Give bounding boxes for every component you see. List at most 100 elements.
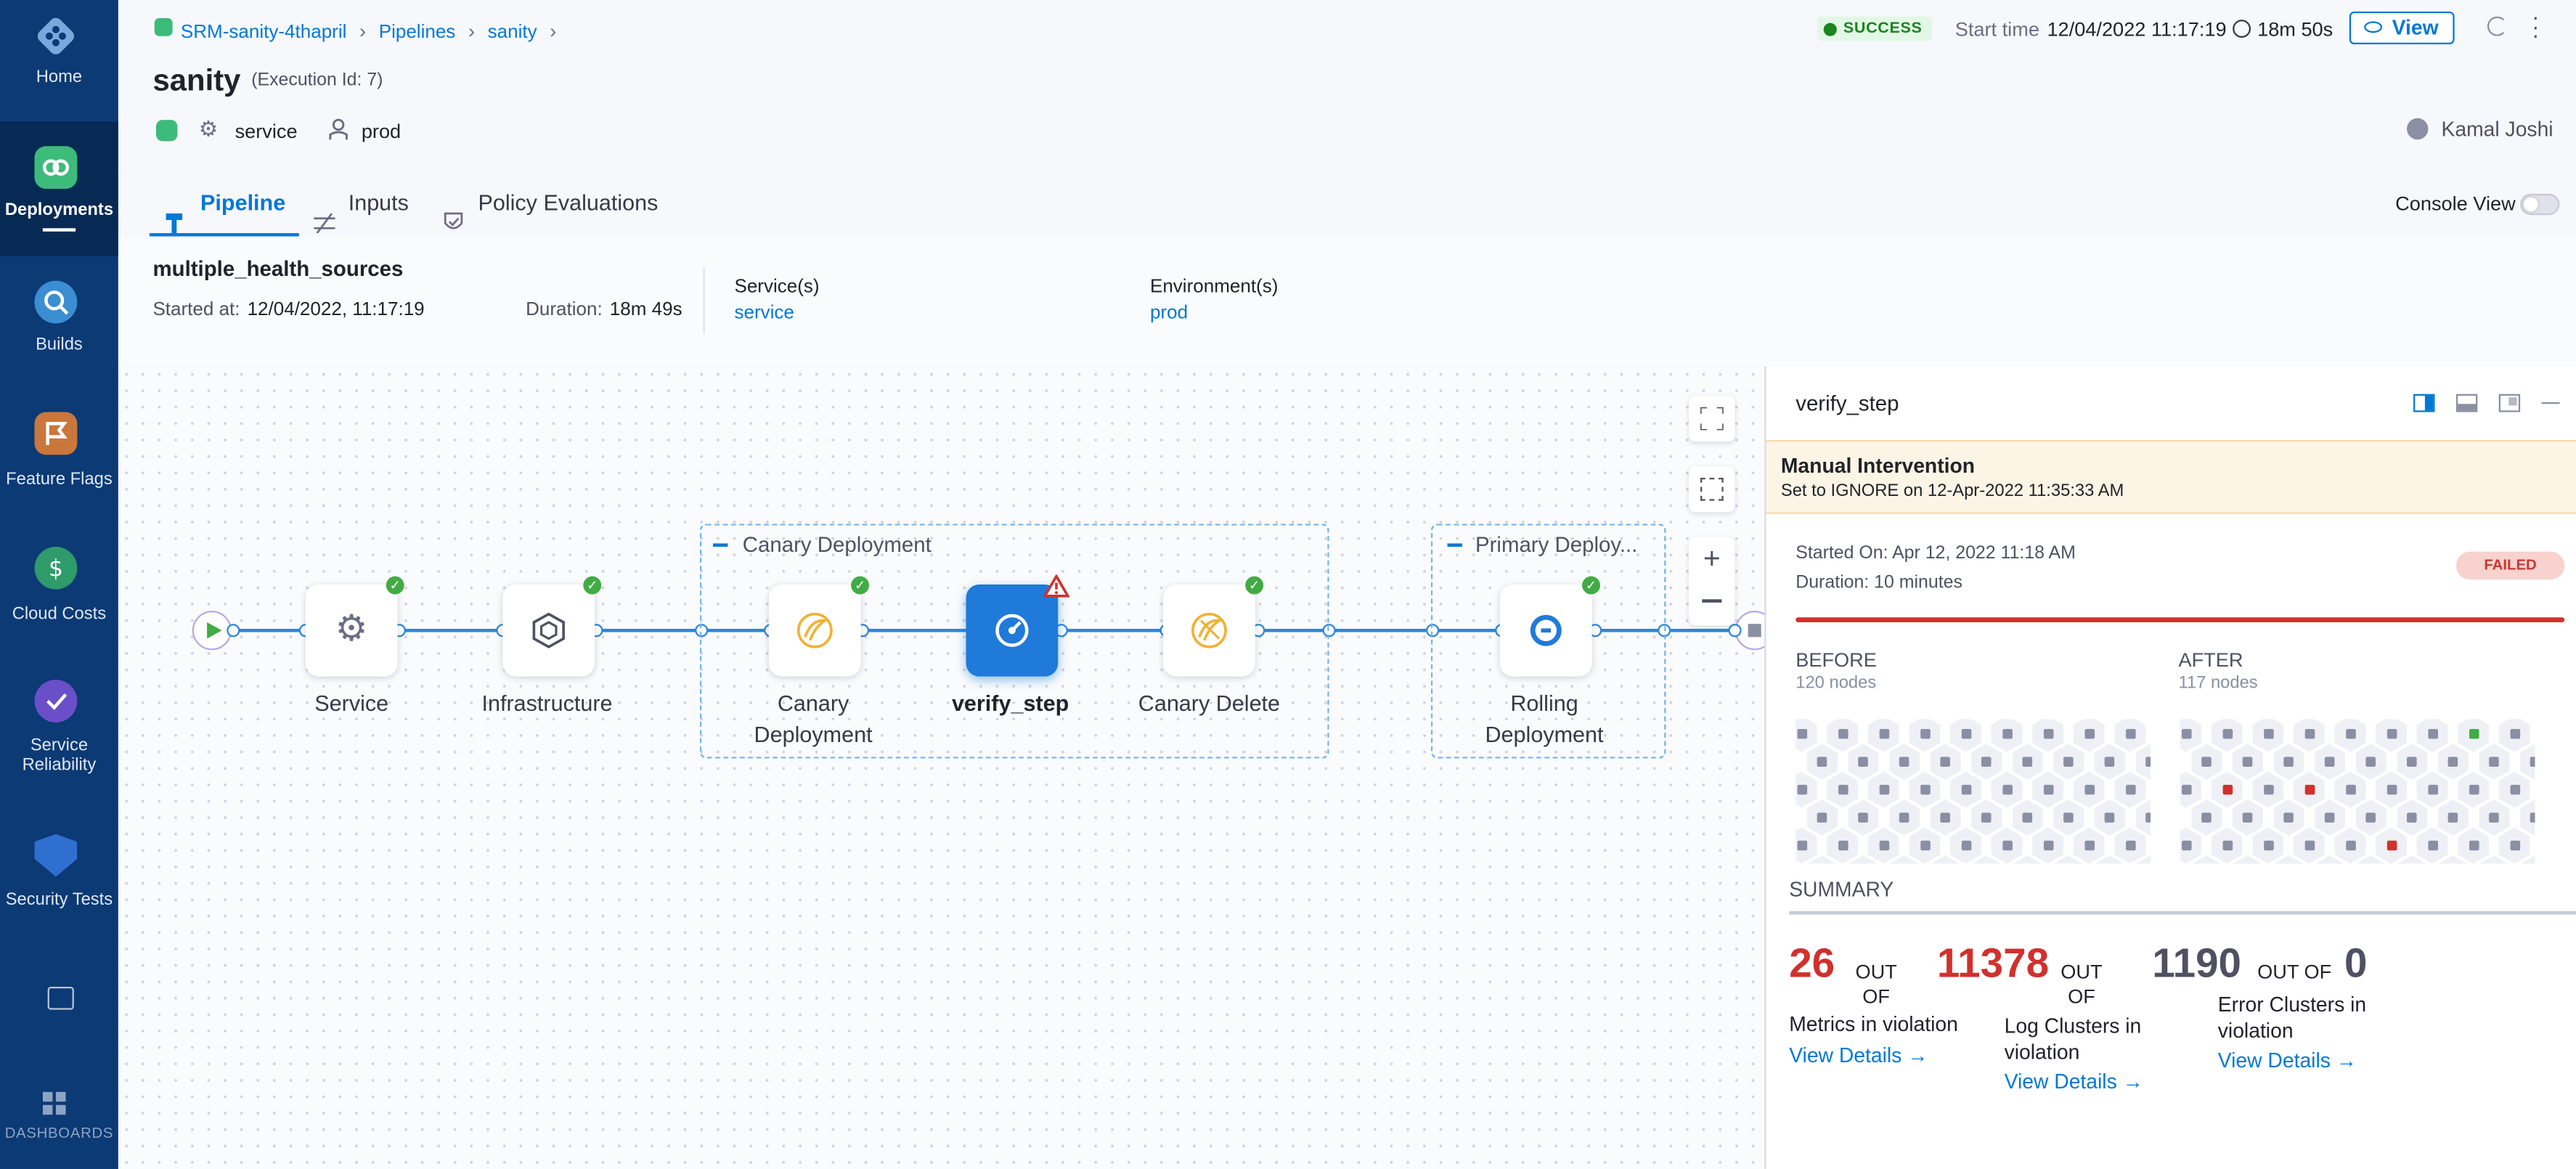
node-hex[interactable] — [2519, 799, 2535, 836]
canary-deployment-group[interactable] — [699, 524, 1329, 759]
nav-feature-flags[interactable]: Feature Flags — [0, 391, 118, 522]
nav-cloud-costs[interactable]: $ Cloud Costs — [0, 526, 118, 657]
node-hex[interactable] — [2376, 771, 2408, 808]
node-hex[interactable] — [2396, 855, 2428, 864]
node-hex[interactable] — [2232, 855, 2264, 864]
breadcrumb-pipeline[interactable]: sanity — [487, 23, 537, 43]
node-hex[interactable] — [2232, 799, 2264, 836]
node-hex[interactable] — [1888, 799, 1920, 836]
services-value[interactable]: service — [734, 304, 794, 324]
node-hex[interactable] — [1867, 827, 1899, 864]
node-hex[interactable] — [1949, 771, 1981, 808]
node-hex[interactable] — [2498, 719, 2530, 752]
node-hex[interactable] — [2273, 855, 2304, 864]
node-hex[interactable] — [1796, 719, 1817, 752]
node-hex[interactable] — [1888, 855, 1920, 864]
node-hex[interactable] — [2011, 744, 2043, 781]
nav-home[interactable]: Home — [0, 0, 118, 131]
console-view-toggle[interactable] — [2520, 193, 2560, 216]
node-hex[interactable] — [1796, 771, 1817, 808]
node-hex[interactable] — [1806, 744, 1838, 781]
nav-deployments[interactable]: Deployments — [0, 121, 118, 256]
node-hex[interactable] — [1949, 719, 1981, 752]
service-node[interactable]: ⚙ — [305, 584, 398, 677]
node-hex[interactable] — [2032, 771, 2064, 808]
node-hex[interactable] — [2355, 744, 2387, 781]
node-hex[interactable] — [2314, 744, 2346, 781]
node-hex[interactable] — [2093, 744, 2125, 781]
node-hex[interactable] — [2032, 827, 2064, 864]
node-hex[interactable] — [2073, 827, 2105, 864]
node-hex[interactable] — [2293, 719, 2325, 752]
layout-bottom-icon[interactable] — [2455, 394, 2478, 412]
node-hex[interactable] — [1827, 719, 1859, 752]
node-hex[interactable] — [2073, 771, 2105, 808]
node-hex[interactable] — [2334, 771, 2366, 808]
node-hex[interactable] — [2093, 799, 2125, 836]
node-hex[interactable] — [2252, 719, 2284, 752]
node-hex[interactable] — [2498, 827, 2530, 864]
verify-step-node[interactable] — [966, 584, 1059, 677]
tab-pipeline[interactable]: Pipeline — [149, 171, 298, 237]
node-hex[interactable] — [2416, 771, 2448, 808]
primary-deployment-group[interactable] — [1430, 524, 1666, 759]
node-hex[interactable] — [2273, 744, 2304, 781]
after-nodes-grid[interactable] — [2180, 719, 2535, 864]
node-hex[interactable] — [2211, 827, 2243, 864]
node-hex[interactable] — [1847, 744, 1879, 781]
node-hex[interactable] — [1929, 744, 1961, 781]
layout-float-icon[interactable] — [2498, 394, 2521, 412]
node-hex[interactable] — [2190, 744, 2222, 781]
before-nodes-grid[interactable] — [1796, 719, 2151, 864]
node-hex[interactable] — [2114, 771, 2146, 808]
node-hex[interactable] — [2093, 855, 2125, 864]
node-hex[interactable] — [2376, 719, 2408, 752]
node-hex[interactable] — [2073, 719, 2105, 752]
node-hex[interactable] — [2314, 855, 2346, 864]
minimize-icon[interactable] — [2541, 402, 2560, 404]
help-icon[interactable] — [47, 986, 74, 1010]
node-hex[interactable] — [2211, 719, 2243, 752]
node-hex[interactable] — [2211, 771, 2243, 808]
node-hex[interactable] — [2232, 744, 2264, 781]
node-hex[interactable] — [2114, 719, 2146, 752]
collapse-icon[interactable] — [713, 543, 728, 547]
node-hex[interactable] — [2478, 855, 2510, 864]
node-hex[interactable] — [2252, 771, 2284, 808]
node-hex[interactable] — [2053, 744, 2084, 781]
dashboards-label[interactable]: DASHBOARDS — [4, 1124, 114, 1141]
node-hex[interactable] — [2314, 799, 2346, 836]
node-hex[interactable] — [2273, 799, 2304, 836]
node-hex[interactable] — [2032, 719, 2064, 752]
tab-policy-evaluations[interactable]: Policy Evaluations — [444, 171, 658, 236]
node-hex[interactable] — [1888, 744, 1920, 781]
node-hex[interactable] — [2498, 771, 2530, 808]
node-hex[interactable] — [1991, 771, 2023, 808]
layout-right-icon[interactable] — [2413, 394, 2435, 412]
node-hex[interactable] — [2190, 799, 2222, 836]
node-hex[interactable] — [1970, 855, 2002, 864]
node-hex[interactable] — [2053, 855, 2084, 864]
node-hex[interactable] — [2396, 799, 2428, 836]
node-hex[interactable] — [1796, 827, 1817, 864]
environments-value[interactable]: prod — [1149, 304, 1189, 324]
node-hex[interactable] — [1909, 771, 1941, 808]
node-hex[interactable] — [1929, 799, 1961, 836]
node-hex[interactable] — [2011, 799, 2043, 836]
node-hex[interactable] — [2135, 744, 2151, 781]
node-hex[interactable] — [1806, 855, 1838, 864]
node-hex[interactable] — [2458, 771, 2490, 808]
node-hex[interactable] — [2334, 719, 2366, 752]
refresh-icon[interactable] — [2487, 16, 2508, 36]
node-hex[interactable] — [2180, 827, 2202, 864]
node-hex[interactable] — [1847, 855, 1879, 864]
pipeline-graph-canvas[interactable]: ⚙ ✓ Service ✓ Infrastructure Canary Depl… — [118, 366, 1774, 1169]
node-hex[interactable] — [2180, 719, 2202, 752]
fullscreen-button[interactable] — [1689, 395, 1735, 442]
node-hex[interactable] — [1949, 827, 1981, 864]
node-hex[interactable] — [1867, 771, 1899, 808]
node-hex[interactable] — [2416, 719, 2448, 752]
more-options-icon[interactable]: ··· — [2531, 3, 2540, 48]
node-hex[interactable] — [2053, 799, 2084, 836]
node-hex[interactable] — [2355, 799, 2387, 836]
